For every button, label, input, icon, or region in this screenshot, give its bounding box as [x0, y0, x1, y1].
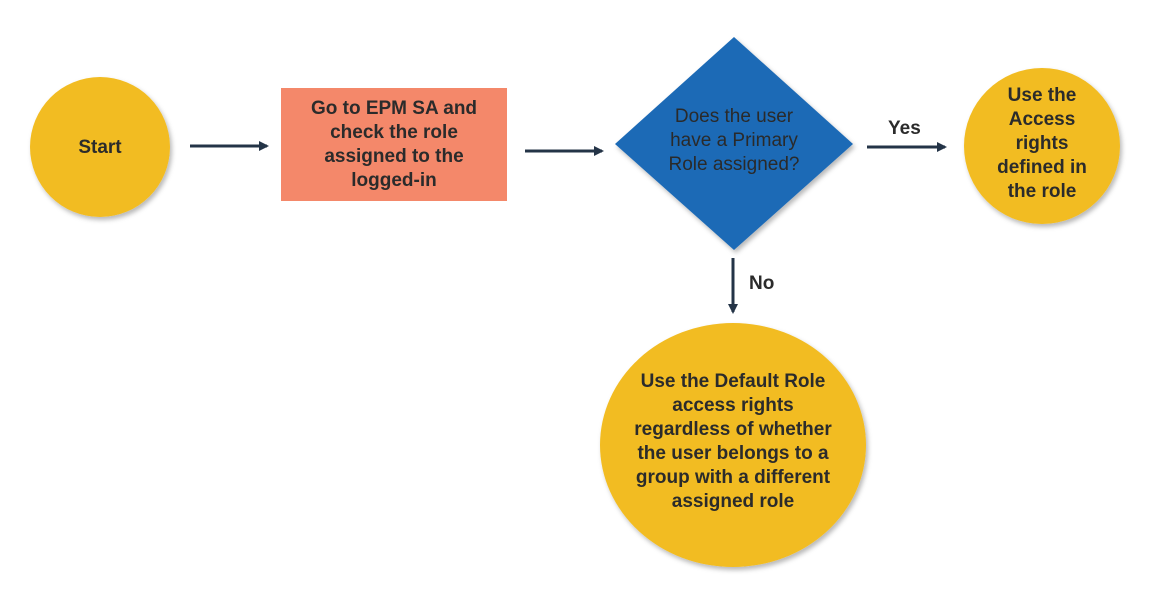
use-default-role-label: Use the Default Role access rights regar…	[634, 371, 832, 512]
decision-node	[615, 37, 853, 250]
start-node	[30, 77, 170, 217]
use-default-role-node	[600, 323, 866, 567]
no-edge-label: No	[749, 273, 775, 294]
yes-edge-label: Yes	[888, 118, 921, 139]
check-role-label: Go to EPM SA and check the role assigned…	[310, 98, 478, 191]
decision-label: Does the user have a Primary Role assign…	[668, 106, 800, 175]
use-role-rights-label: Use the Access rights defined in the rol…	[997, 85, 1087, 202]
start-label: Start	[78, 137, 122, 158]
check-role-node	[281, 88, 507, 201]
use-role-rights-node	[964, 68, 1120, 224]
